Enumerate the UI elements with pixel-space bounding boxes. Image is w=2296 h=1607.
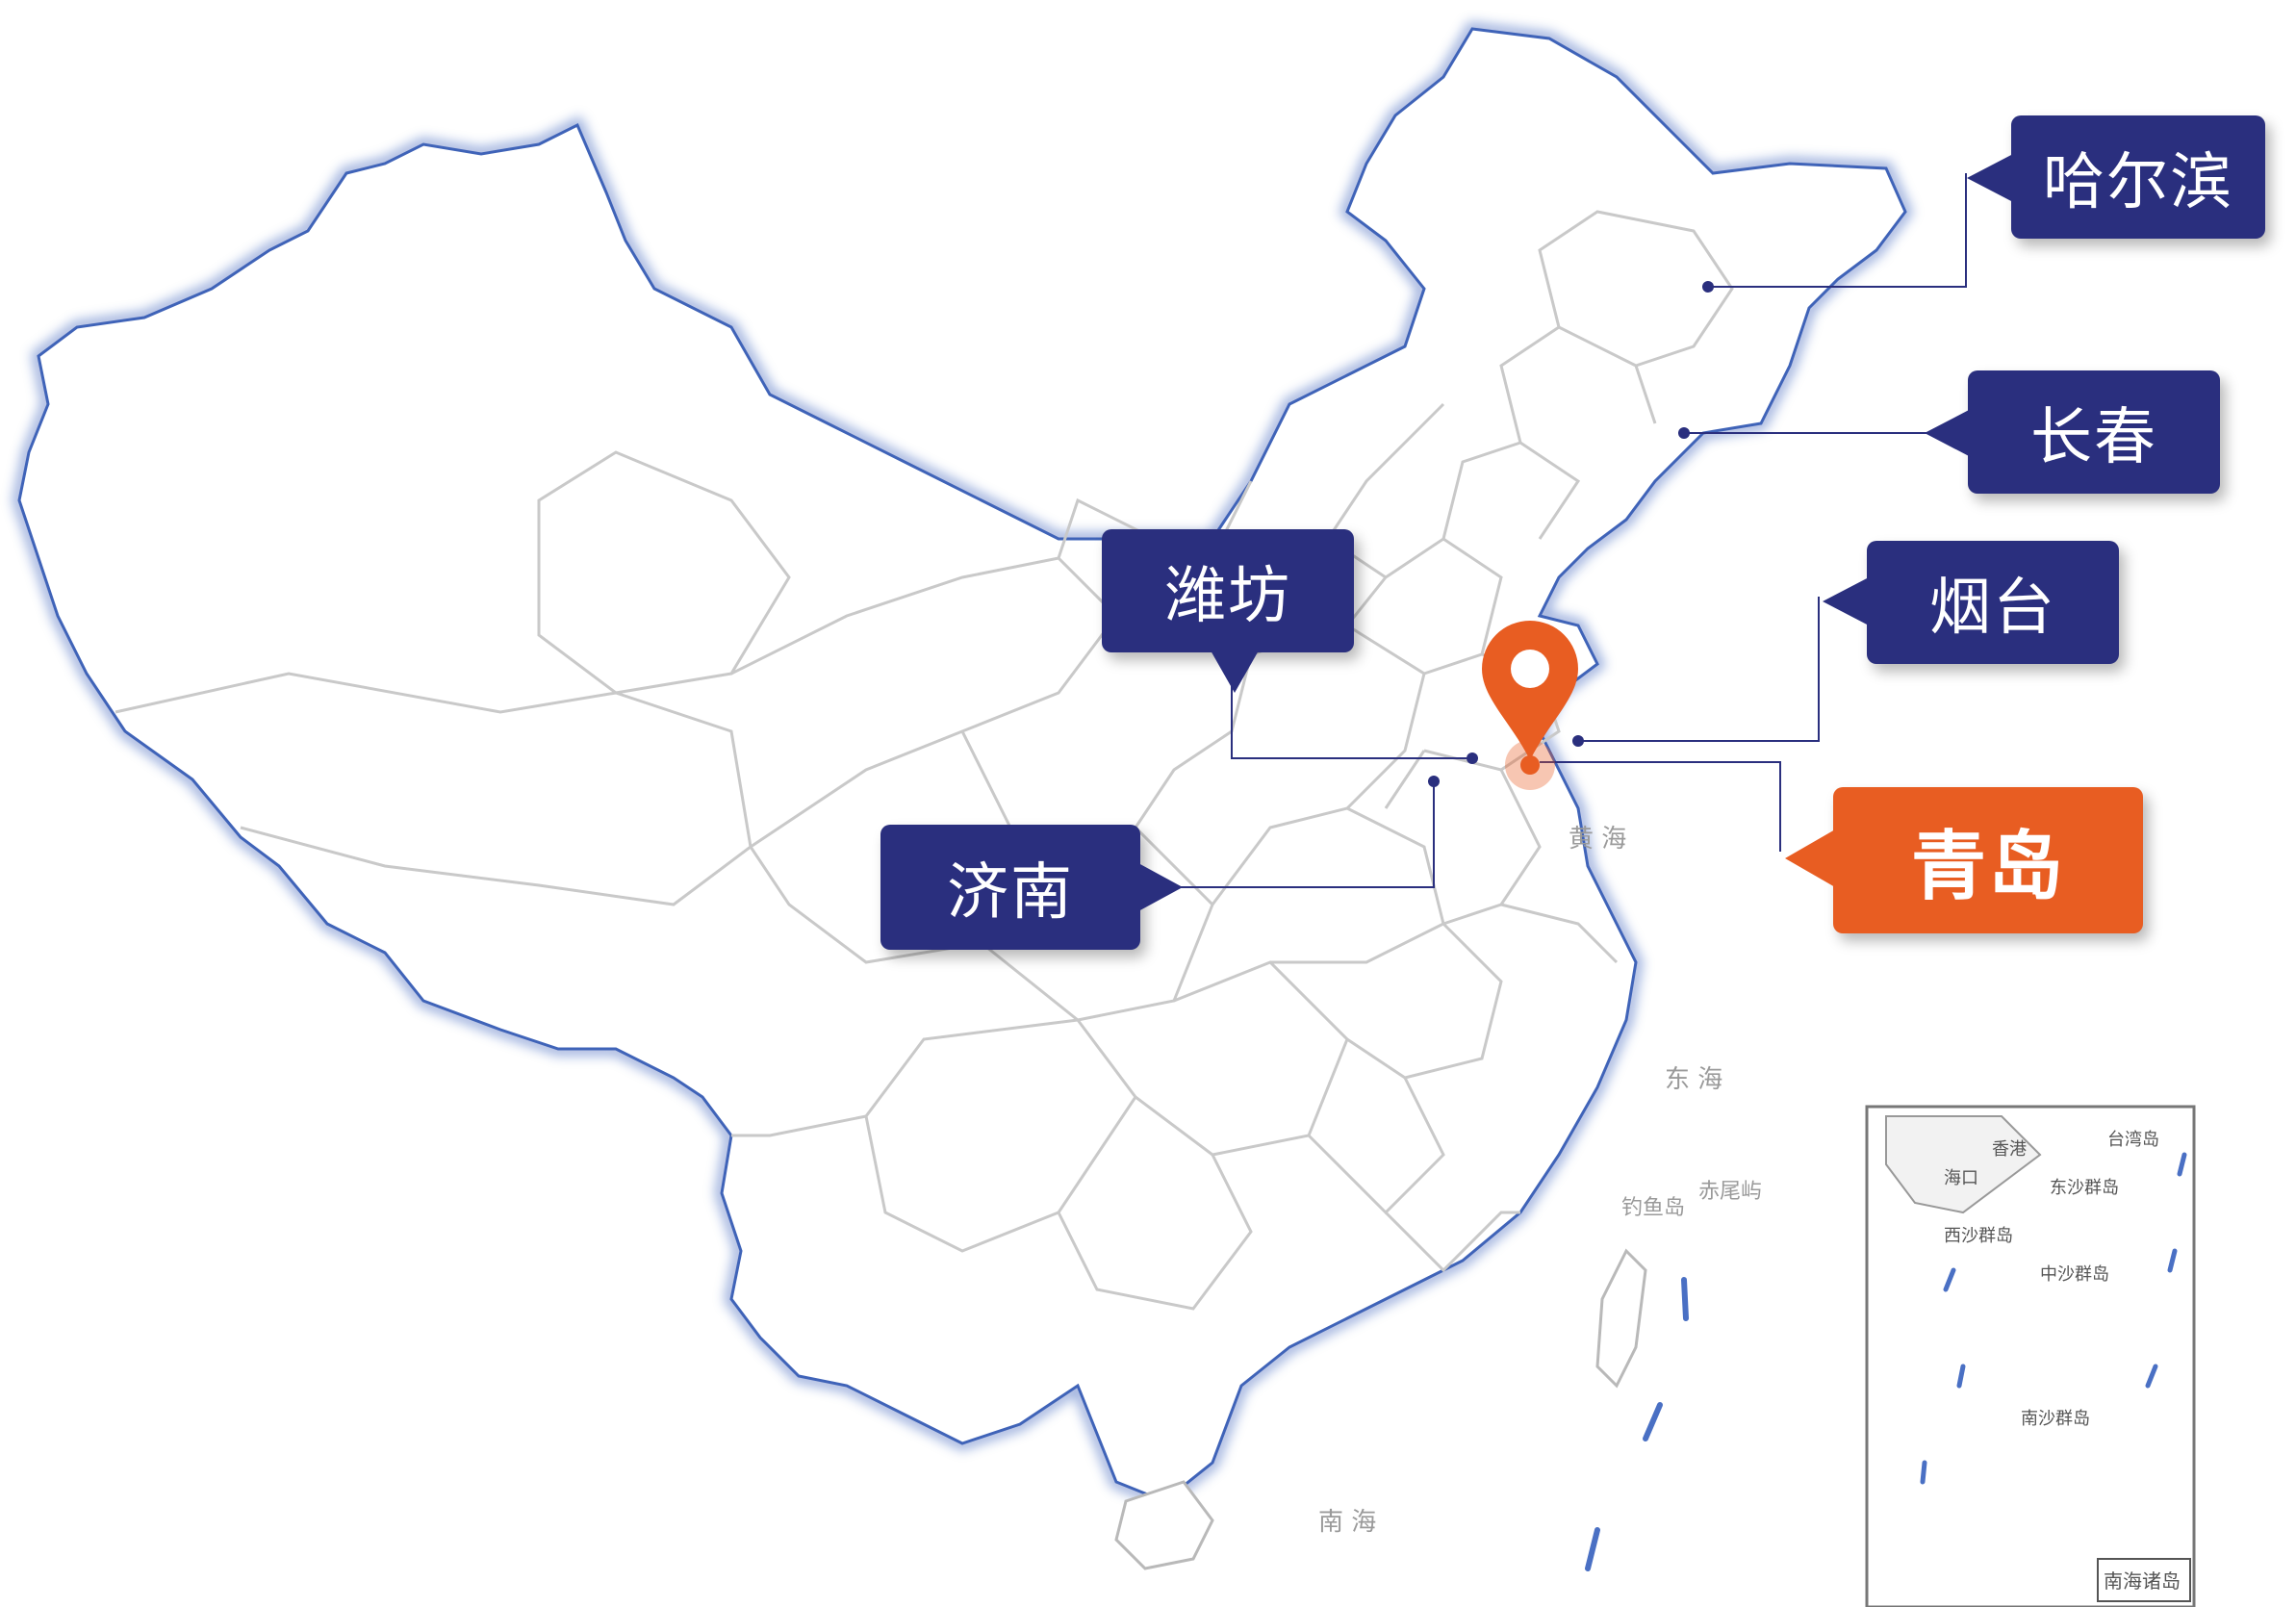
city-name: 济南: [947, 857, 1074, 929]
city-name: 烟台: [1929, 573, 2056, 644]
city-label-yantai[interactable]: 烟台: [1867, 541, 2119, 664]
city-label-jinan[interactable]: 济南: [880, 825, 1140, 950]
harbin-dot: [1702, 281, 1714, 293]
city-dots: [1428, 281, 1714, 787]
east-sea-label: 东 海: [1665, 1065, 1722, 1094]
yantai-label-pointer: [1823, 577, 1869, 625]
qingdao-label-pointer: [1785, 829, 1835, 887]
harbin-label-pointer: [1967, 154, 2013, 202]
inset-label-7: 台湾岛: [2107, 1130, 2159, 1150]
city-name: 潍坊: [1164, 561, 1291, 632]
inset-label-1: 东沙群岛: [2050, 1178, 2119, 1198]
south-sea-label: 南 海: [1318, 1508, 1376, 1537]
jinan-label-pointer: [1138, 863, 1183, 911]
jinan-dot: [1428, 776, 1440, 787]
weifang-label-pointer: [1211, 650, 1259, 693]
south-china-sea-inset: 东沙群岛 西沙群岛 中沙群岛 南沙群岛 海口 香港 台湾岛 南海诸岛: [1865, 1105, 2196, 1607]
inset-caption: 南海诸岛: [2104, 1569, 2181, 1593]
inset-label-2: 西沙群岛: [1944, 1226, 2013, 1246]
city-label-qingdao[interactable]: 青岛: [1833, 787, 2143, 933]
weifang-dot: [1467, 752, 1478, 764]
inset-label-3: 中沙群岛: [2040, 1264, 2109, 1285]
city-name: 青岛: [1910, 824, 2065, 910]
yantai-dot: [1572, 735, 1584, 747]
changchun-dot: [1678, 427, 1690, 439]
inset-label-6: 香港: [1992, 1139, 2027, 1160]
inset-label-4: 南沙群岛: [2021, 1409, 2090, 1429]
changchun-label-pointer: [1925, 409, 1971, 457]
city-label-changchun[interactable]: 长春: [1968, 370, 2220, 494]
location-pin-icon: [1482, 621, 1578, 790]
city-name: 长春: [2030, 402, 2157, 473]
yellow-sea-label: 黄 海: [1569, 825, 1626, 854]
maritime-boundary: [1585, 1277, 1689, 1571]
islands: [1114, 1248, 1647, 1570]
diaoyu-label: 钓鱼岛: [1621, 1196, 1685, 1220]
city-label-harbin[interactable]: 哈尔滨: [2011, 115, 2265, 239]
inset-label-5: 海口: [1944, 1168, 1978, 1188]
sea-labels: 黄 海 东 海 南 海 钓鱼岛 赤尾屿: [1318, 825, 1762, 1537]
chiwei-label: 赤尾屿: [1698, 1180, 1762, 1204]
city-name: 哈尔滨: [2043, 147, 2233, 218]
connector-lines: [1155, 173, 1967, 888]
city-label-weifang[interactable]: 潍坊: [1102, 529, 1354, 652]
